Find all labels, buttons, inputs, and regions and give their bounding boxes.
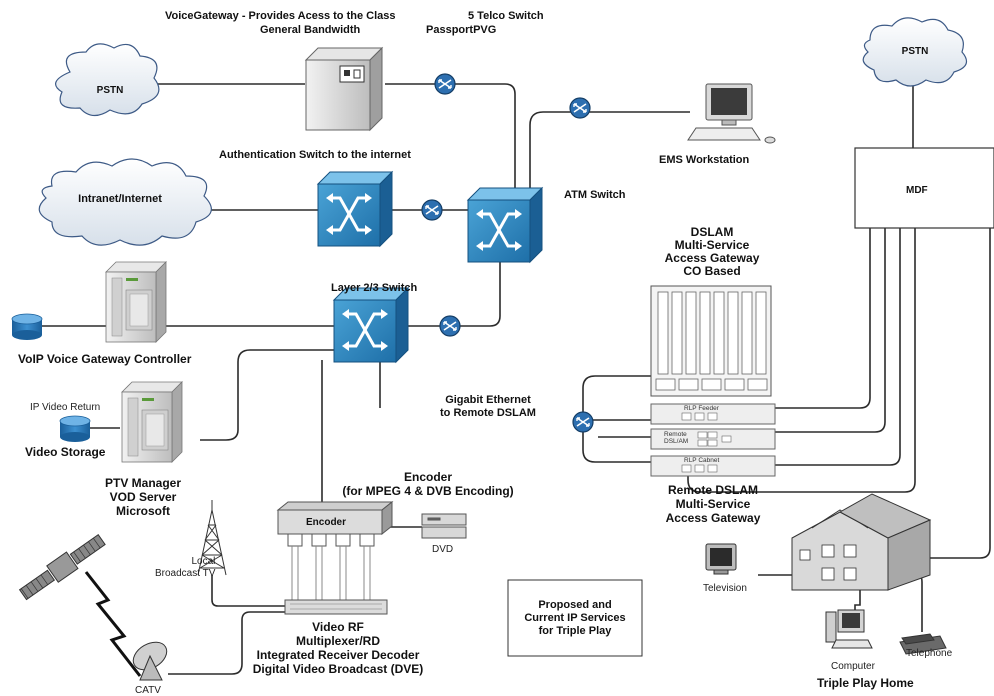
remote-unit-line-2: DSL/AM: [664, 438, 689, 445]
remote-dslam-line-3: Access Gateway: [665, 511, 761, 525]
ems-label: EMS Workstation: [659, 154, 750, 166]
ptv-line-3: Microsoft: [116, 504, 170, 518]
voip-gateway-server: [105, 261, 167, 343]
router-icon-1: [434, 73, 456, 95]
catv-label: CATV: [135, 685, 161, 696]
multiplexer-device: [284, 599, 388, 615]
video-rf-line-4: Digital Video Broadcast (DVE): [252, 662, 424, 676]
telco-line2: PassportPVG: [426, 24, 497, 36]
rlp-cabnet-label: RLP Cabnet: [684, 457, 720, 464]
atm-switch: [466, 186, 544, 264]
triple-play-home-icon: [791, 493, 932, 591]
video-storage-icon: [59, 415, 91, 443]
television-label: Television: [703, 583, 747, 594]
encoder-box-label: Encoder: [306, 517, 347, 528]
computer-icon: [825, 609, 873, 649]
ptv-manager-server: [121, 381, 183, 463]
video-rf-label-block: Video RF Multiplexer/RD Integrated Recei…: [253, 620, 423, 676]
layer23-switch: [332, 286, 410, 364]
title-line1: VoiceGateway - Provides Acess to the Cla…: [165, 10, 396, 22]
satellite-icon: [18, 534, 106, 601]
dslam-line-4: CO Based: [683, 264, 741, 278]
proposed-line-3: for Triple Play: [538, 625, 612, 637]
video-rf-line-1: Video RF: [312, 620, 364, 634]
broadcast-tower-icon: [197, 500, 227, 576]
atm-label: ATM Switch: [564, 189, 626, 201]
signal-bolt-icon: [84, 571, 142, 677]
telco-line1: 5 Telco Switch: [468, 10, 544, 22]
layer23-label: Layer 2/3 Switch: [331, 282, 418, 294]
pstn-right-label: PSTN: [901, 46, 929, 57]
ems-workstation-device: [687, 83, 776, 144]
encoder-title-block: Encoder (for MPEG 4 & DVB Encoding): [342, 470, 513, 498]
router-icon-3: [569, 97, 591, 119]
gigabit-line-1: Gigabit Ethernet: [445, 394, 531, 406]
rlp-feeder-label: RLP Feeder: [684, 405, 719, 412]
encoder-title-line-2: (for MPEG 4 & DVB Encoding): [342, 484, 514, 498]
dvd-label: DVD: [432, 544, 454, 555]
local-tv-line-2: Broadcast TV: [155, 568, 216, 579]
proposed-label-block: Proposed and Current IP Services for Tri…: [524, 599, 625, 638]
dslam-line-3: Access Gateway: [664, 251, 760, 265]
video-rf-line-2: Multiplexer/RD: [295, 634, 381, 648]
router-icon-2: [421, 199, 443, 221]
title-line2: General Bandwidth: [260, 24, 361, 36]
remote-dslam-unit-label: Remote DSL/AM: [664, 431, 688, 445]
dvd-device: [421, 513, 467, 539]
gigabit-line-2: to Remote DSLAM: [440, 407, 536, 419]
ptv-label-block: PTV Manager VOD Server Microsoft: [105, 476, 181, 518]
pstn-left-label: PSTN: [96, 85, 124, 96]
router-icon-4: [439, 315, 461, 337]
dslam-line-2: Multi-Service: [674, 238, 750, 252]
telephone-icon: [899, 633, 947, 655]
voip-database-icon: [11, 313, 43, 341]
remote-dslam-unit: [650, 428, 776, 450]
ptv-line-2: VOD Server: [109, 490, 177, 504]
video-rf-line-3: Integrated Receiver Decoder: [256, 648, 420, 662]
catv-dish-icon: [132, 641, 168, 681]
router-icon-5: [572, 411, 594, 433]
triple-play-home-label: Triple Play Home: [817, 676, 914, 690]
mdf-label: MDF: [906, 185, 928, 196]
dslam-line-1: DSLAM: [690, 225, 734, 239]
dslam-label-block: DSLAM Multi-Service Access Gateway CO Ba…: [665, 226, 760, 278]
auth-switch-label: Authentication Switch to the internet: [219, 149, 411, 161]
ptv-line-1: PTV Manager: [104, 476, 182, 490]
mdf-box: [854, 147, 994, 229]
proposed-line-1: Proposed and: [538, 599, 612, 611]
local-tv-line-1: Local: [191, 556, 216, 567]
intranet-label: Intranet/Internet: [78, 193, 162, 205]
video-storage-label: Video Storage: [25, 445, 106, 459]
telephone-label: Telephone: [906, 648, 953, 659]
proposed-line-2: Current IP Services: [524, 612, 626, 624]
dslam-chassis: [650, 285, 772, 397]
local-tv-label-block: Local Broadcast TV: [155, 556, 215, 580]
pstn-cloud-left: [55, 43, 160, 117]
remote-dslam-label-block: Remote DSLAM Multi-Service Access Gatewa…: [666, 483, 761, 525]
ip-video-return-label: IP Video Return: [30, 402, 101, 413]
intranet-cloud: [38, 158, 212, 246]
encoder-device: [276, 500, 394, 600]
authentication-switch: [316, 170, 394, 248]
pstn-cloud-right: [862, 17, 968, 87]
remote-unit-line-1: Remote: [664, 431, 687, 438]
remote-dslam-line-2: Multi-Service: [675, 497, 751, 511]
gigabit-label-block: Gigabit Ethernet to Remote DSLAM: [440, 394, 536, 420]
computer-label: Computer: [831, 661, 875, 672]
proposed-box: [507, 579, 643, 657]
encoder-title-line-1: Encoder: [403, 470, 452, 484]
voice-gateway-device: [304, 46, 384, 132]
television-icon: [705, 543, 737, 575]
voip-label: VoIP Voice Gateway Controller: [18, 352, 192, 366]
remote-dslam-line-1: Remote DSLAM: [667, 483, 759, 497]
